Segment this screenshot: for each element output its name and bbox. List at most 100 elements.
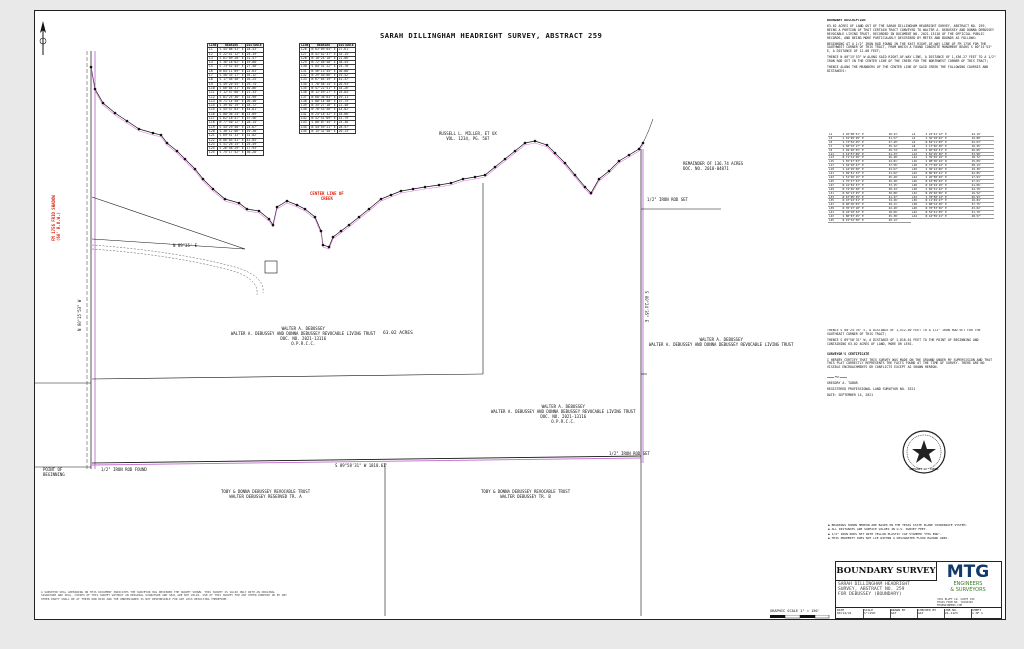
- survey-point: [399, 189, 403, 193]
- table-cell: L8: [910, 144, 925, 149]
- table-cell: L16: [910, 159, 925, 165]
- survey-point: [89, 65, 93, 69]
- survey-point: [245, 207, 249, 211]
- tb-cell: SCALE 1"=150': [863, 608, 891, 618]
- table-cell: 16.84': [970, 198, 994, 204]
- survey-point: [267, 217, 271, 221]
- table-cell: 19.30': [970, 167, 994, 173]
- table-cell: 35.12': [887, 144, 911, 149]
- table-cell: S 22°41'12" E: [924, 132, 971, 137]
- table-cell: L45: [828, 218, 842, 223]
- table-cell: 26.48': [887, 155, 911, 161]
- survey-point: [201, 177, 205, 181]
- survey-point: [513, 149, 517, 153]
- south-tract-label: WALTER A. DEBUSSEY WALTER A. DEBUSSEY AN…: [491, 404, 636, 424]
- table-cell: S 58°33'17" E: [841, 144, 888, 149]
- table-cell: N 71°14'50" E: [841, 155, 888, 161]
- table-cell: S 26°58'29" E: [924, 175, 971, 180]
- table-cell: L10: [910, 148, 925, 153]
- creek-centerline-label: CENTER LINE OF CREEK: [310, 191, 344, 201]
- survey-point: [257, 209, 261, 213]
- table-cell: 18.72': [970, 155, 994, 161]
- west-road-label: FM 1756 FRIO SHADOW (60' R.O.W.): [51, 195, 61, 241]
- survey-point: [93, 87, 97, 91]
- general-note: A SURVEYOR SEAL APPEARING ON THIS DOCUME…: [41, 590, 287, 601]
- survey-point: [193, 167, 197, 171]
- table-cell: 34.26': [887, 198, 911, 204]
- survey-point: [237, 201, 241, 205]
- table-cell: L36: [910, 198, 925, 204]
- plat-drawing: [35, 21, 721, 616]
- table-cell: 36.28': [244, 150, 264, 156]
- survey-point: [461, 177, 465, 181]
- survey-sheet: SARAH DILLINGHAM HEADRIGHT SURVEY, ABSTR…: [34, 10, 1006, 620]
- table-cell: 23.67': [887, 167, 911, 173]
- table-cell: S 84°31'22" E: [924, 187, 971, 192]
- survey-point: [411, 187, 415, 191]
- table-cell: 15.09': [970, 159, 994, 165]
- survey-point: [379, 197, 383, 201]
- table-cell: L25: [206, 150, 219, 156]
- survey-point: [165, 141, 169, 145]
- table-cell: L43: [828, 214, 842, 219]
- table-cell: L33: [828, 195, 842, 200]
- table-cell: N 15°32'58" E: [309, 128, 338, 135]
- tb-cell: DRAWN BY GAT: [890, 608, 918, 618]
- table-cell: 31.02': [887, 171, 911, 176]
- table-cell: 37.75': [970, 202, 994, 208]
- table-cell: L19: [828, 167, 842, 173]
- table-cell: L11: [828, 152, 842, 157]
- table-cell: N 29°40'06" E: [924, 191, 971, 196]
- east-bearing-label: S 00°24'35" E: [644, 291, 649, 323]
- table-cell: 16.25': [970, 144, 994, 149]
- survey-point: [101, 101, 105, 105]
- table-cell: 18.43': [887, 132, 911, 137]
- table-cell: N 86°03'41" E: [924, 171, 971, 176]
- survey-point: [113, 111, 117, 115]
- table-cell: L5: [828, 140, 842, 145]
- table-cell: 26.93': [970, 195, 994, 200]
- survey-point: [275, 205, 279, 209]
- table-cell: 44.81': [887, 159, 911, 165]
- survey-point: [389, 193, 393, 197]
- table-cell: L21: [828, 171, 842, 176]
- table-cell: L25: [828, 179, 842, 184]
- table-cell: L4: [910, 136, 925, 141]
- title-block-subtitle: SARAH DILLINGHAM HEADRIGHT SURVEY, ABSTR…: [838, 582, 910, 598]
- north-tract-label: RUSSELL L. MILLER, ET UX VOL. 1234, PG. …: [439, 131, 497, 141]
- table-cell: 33.90': [970, 152, 994, 157]
- table-cell: 22.40': [887, 206, 911, 212]
- main-tract-label: WALTER A. DEBUSSEY WALTER A. DEBUSSEY AN…: [231, 326, 376, 346]
- survey-point: [339, 229, 343, 233]
- table-cell: 24.70': [970, 187, 994, 192]
- table-cell: S 66°04'31" E: [924, 148, 971, 153]
- table-cell: L39: [828, 206, 842, 212]
- survey-point: [483, 173, 487, 177]
- survey-point: [347, 223, 351, 227]
- table-cell: S 08°36'24" W: [924, 159, 971, 165]
- acreage-label: 63.02 ACRES: [383, 331, 413, 336]
- table-cell: L7: [828, 144, 842, 149]
- table-cell: S 75°17'52" E: [217, 150, 246, 156]
- table-cell: N 77°40'12" E: [924, 163, 971, 169]
- survey-point: [303, 207, 307, 211]
- seal-text: GREGORY A. TABOR: [910, 467, 939, 471]
- table-cell: 29.11': [887, 202, 911, 208]
- north-arrow-icon: [39, 21, 47, 55]
- table-cell: 27.40': [887, 140, 911, 145]
- east-tract-label: WALTER A. DEBUSSEY WALTER A. DEBUSSEY AN…: [649, 337, 794, 347]
- table-cell: N 67°05'39" E: [841, 195, 888, 200]
- table-cell: 24.19': [970, 132, 994, 137]
- table-cell: 29.74': [887, 148, 911, 153]
- table-cell: S 73°52'45" E: [841, 140, 888, 145]
- table-cell: 27.61': [970, 179, 994, 184]
- table-cell: N 72°46'58" E: [841, 187, 888, 192]
- table-cell: N 35°27'18" E: [841, 206, 888, 212]
